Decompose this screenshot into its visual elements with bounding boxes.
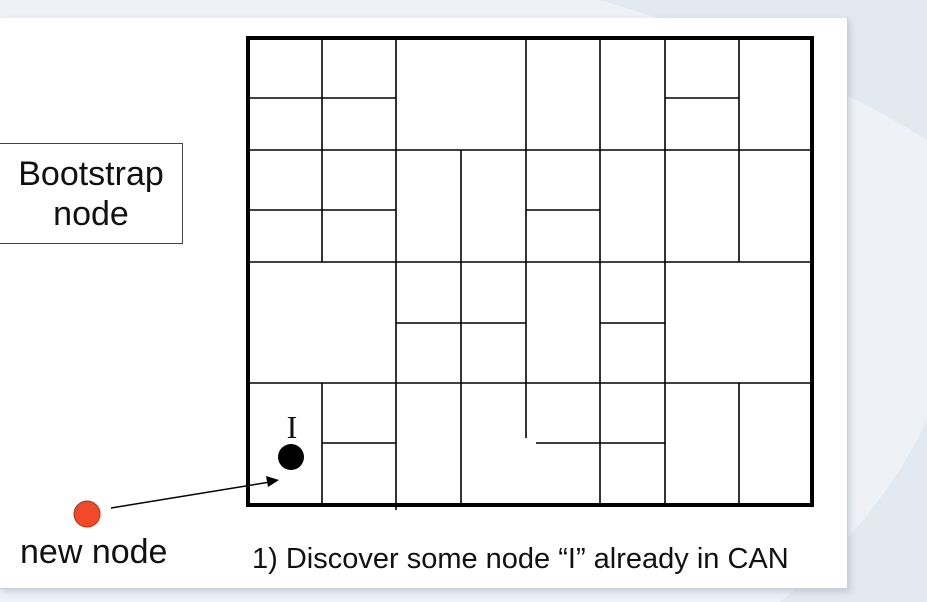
- join-arrow-shaft: [110, 481, 271, 509]
- new-node-label: new node: [20, 533, 168, 571]
- zone-grid: [248, 38, 812, 510]
- can-space-border: [246, 36, 814, 507]
- join-arrow-head: [266, 476, 279, 487]
- can-coordinate-space-diagram: I: [73, 36, 814, 528]
- node-i-label: I: [287, 409, 298, 445]
- bootstrap-node-box: Bootstrap node: [0, 143, 183, 244]
- node-i-dot: [278, 444, 304, 470]
- bootstrap-label-line2: node: [53, 194, 129, 233]
- slide: I Bootstrap node new node 1) Discover so…: [0, 18, 848, 589]
- bootstrap-label-line1: Bootstrap: [18, 154, 164, 193]
- new-node-dot: [73, 500, 101, 528]
- step-caption: 1) Discover some node “I” already in CAN: [252, 543, 789, 575]
